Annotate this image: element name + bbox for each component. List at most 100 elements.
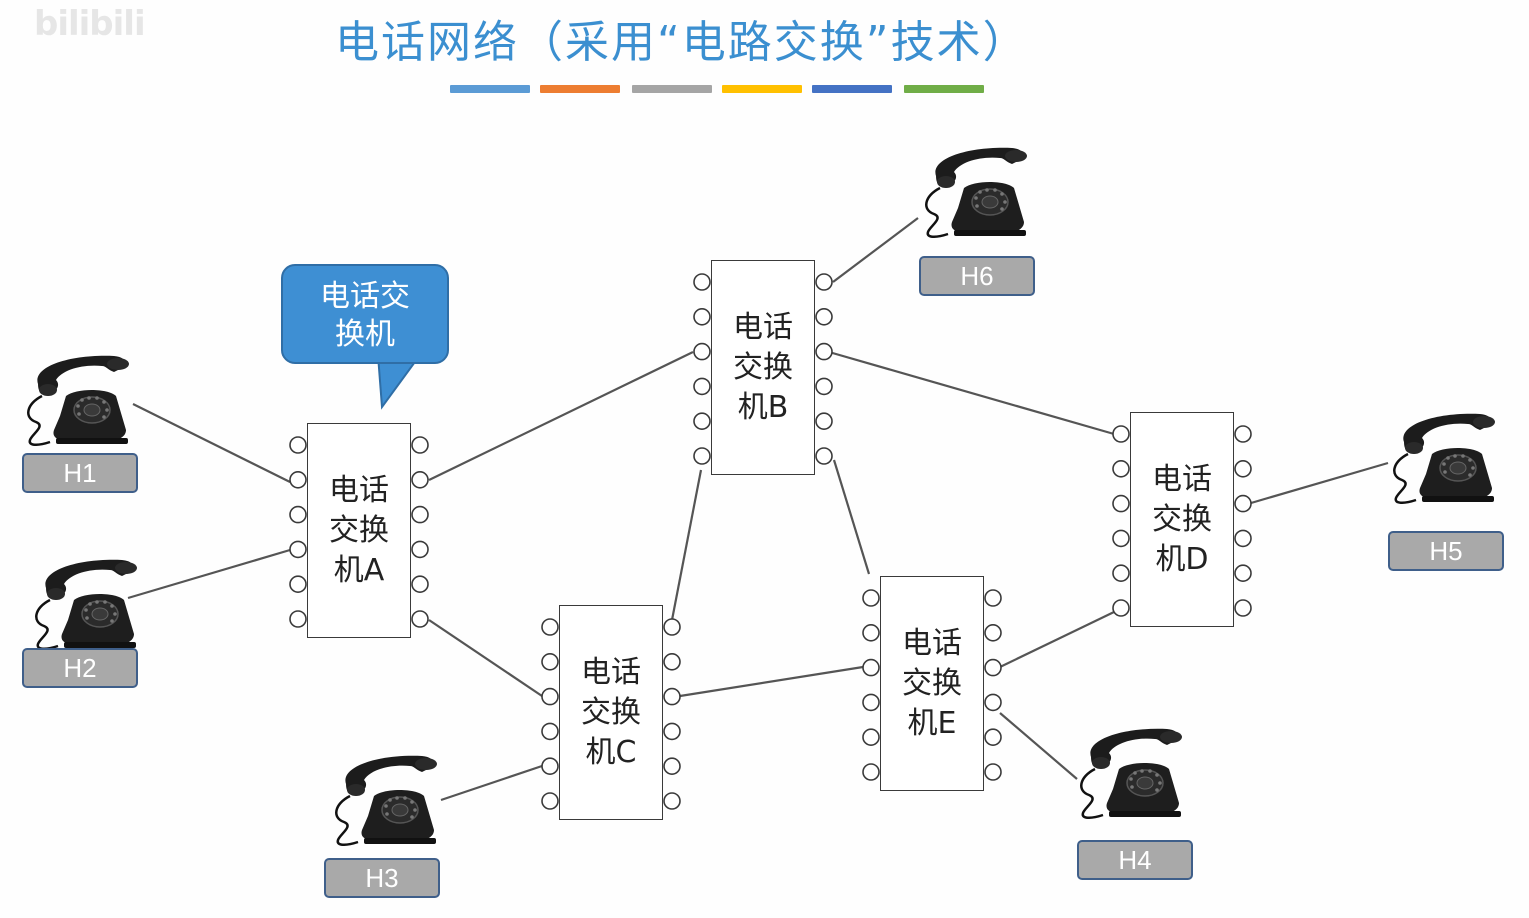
port-circle [289, 610, 307, 628]
port-circle [693, 273, 711, 291]
color-bar-1 [450, 85, 530, 93]
port-circle [663, 757, 681, 776]
port-circle [693, 377, 711, 396]
port-circle [663, 652, 681, 671]
port-circle [1112, 599, 1130, 617]
port-circle [862, 763, 880, 781]
slide-title: 电话网络（采用“电路交换”技术） [335, 17, 1029, 68]
port-circle [815, 412, 833, 431]
telephone-icon [22, 354, 132, 452]
port-circle [541, 652, 559, 671]
color-bar-6 [904, 85, 984, 93]
switch-a-line1: 电话 [329, 472, 389, 508]
port-circle [693, 342, 711, 361]
port-circle [984, 658, 1002, 677]
color-bar-5 [812, 85, 892, 93]
port-circle [815, 342, 833, 361]
color-bar-3 [632, 85, 712, 93]
port-circle [289, 575, 307, 594]
port-circle [1234, 529, 1252, 548]
port-circle [1234, 425, 1252, 443]
port-circle [984, 728, 1002, 747]
port-circle [984, 763, 1002, 781]
port-circle [411, 610, 429, 628]
port-circle [862, 693, 880, 712]
switch-b-line1: 电话 [733, 309, 793, 345]
port-circle [984, 589, 1002, 607]
switch-d: 电话交换机D [1130, 412, 1234, 627]
switch-a-line2: 交换 [329, 512, 389, 548]
switch-a-line3: 机A [333, 552, 385, 588]
port-circle [815, 307, 833, 326]
port-circle [411, 505, 429, 524]
switch-c-line3: 机C [585, 734, 637, 770]
switch-d-line3: 机D [1155, 541, 1209, 577]
switch-e-line3: 机E [907, 705, 957, 741]
switch-e: 电话交换机E [880, 576, 984, 791]
port-circle [663, 687, 681, 706]
port-circle [815, 447, 833, 465]
switch-c: 电话交换机C [559, 605, 663, 820]
switch-a: 电话交换机A [307, 423, 411, 638]
port-circle [815, 377, 833, 396]
callout-line2: 换机 [335, 317, 395, 352]
port-circle [541, 618, 559, 636]
switch-b: 电话交换机B [711, 260, 815, 475]
port-circle [411, 575, 429, 594]
host-label-h3: H3 [324, 858, 440, 898]
telephone-icon [330, 754, 440, 852]
port-circle [862, 658, 880, 677]
port-circle [984, 623, 1002, 642]
switch-e-line2: 交换 [902, 665, 962, 701]
switch-c-line1: 电话 [581, 654, 641, 690]
port-circle [411, 540, 429, 559]
port-circle [1234, 564, 1252, 583]
port-circle [1234, 459, 1252, 478]
host-label-h1: H1 [22, 453, 138, 493]
port-circle [1112, 529, 1130, 548]
telephone-icon [1388, 412, 1498, 510]
host-label-h4: H4 [1077, 840, 1193, 880]
switch-e-line1: 电话 [902, 625, 962, 661]
switch-c-line2: 交换 [581, 694, 641, 730]
port-circle [289, 505, 307, 524]
host-label-h2: H2 [22, 648, 138, 688]
port-circle [541, 722, 559, 741]
port-circle [862, 623, 880, 642]
host-label-h6: H6 [919, 256, 1035, 296]
port-circle [289, 470, 307, 489]
port-circle [815, 273, 833, 291]
port-circle [1112, 425, 1130, 443]
switch-b-line2: 交换 [733, 349, 793, 385]
callout-line1: 电话交 [320, 279, 410, 314]
port-circle [862, 589, 880, 607]
port-circle [289, 540, 307, 559]
bilibili-watermark: bilibili [34, 4, 146, 44]
port-circle [1112, 459, 1130, 478]
port-circle [663, 722, 681, 741]
telephone-icon [1075, 727, 1185, 825]
switch-d-line1: 电话 [1152, 461, 1212, 497]
telephone-icon [920, 146, 1030, 244]
port-circle [693, 307, 711, 326]
port-circle [862, 728, 880, 747]
telephone-icon [30, 558, 140, 656]
switch-callout: 电话交 换机 [281, 264, 449, 364]
color-bar-4 [722, 85, 802, 93]
port-circle [541, 792, 559, 810]
port-circle [693, 447, 711, 465]
port-circle [411, 470, 429, 489]
port-circle [663, 792, 681, 810]
port-circle [663, 618, 681, 636]
port-circle [289, 436, 307, 454]
port-circle [411, 436, 429, 454]
port-circle [1234, 494, 1252, 513]
port-circle [984, 693, 1002, 712]
color-bar-2 [540, 85, 620, 93]
port-circle [1234, 599, 1252, 617]
switch-b-line3: 机B [737, 389, 789, 425]
port-circle [1112, 564, 1130, 583]
port-circle [693, 412, 711, 431]
